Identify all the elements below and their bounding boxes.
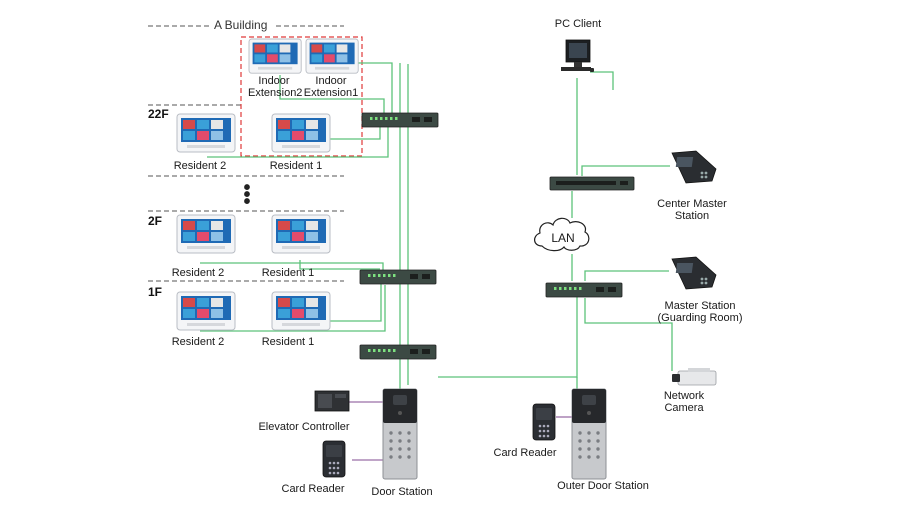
- resident-1f-1-monitor: [271, 291, 331, 331]
- elevator-controller-icon: [314, 390, 350, 412]
- resident-22f-1-monitor: [271, 113, 331, 153]
- label-lan: LAN: [551, 231, 575, 245]
- ellipsis-dot: •: [243, 177, 251, 199]
- label-elevator-controller: Elevator Controller: [258, 421, 350, 433]
- label-card-reader-right: Card Reader: [493, 447, 557, 459]
- outer-door-station-icon: [571, 388, 607, 480]
- label-2f-resident1: Resident 1: [261, 267, 315, 279]
- label-1f-resident2: Resident 2: [171, 336, 225, 348]
- card-reader-right-icon: [532, 403, 556, 441]
- network-camera-icon: [672, 368, 717, 386]
- label-1f-resident1: Resident 1: [261, 336, 315, 348]
- link-pc-2: [590, 71, 614, 90]
- resident-22f-2-monitor: [176, 113, 236, 153]
- center-master-station-icon: [671, 150, 717, 184]
- label-master-station: Master Station (Guarding Room): [657, 300, 743, 324]
- door-station-icon: [382, 388, 418, 480]
- label-indoor-extension2: Indoor Extension2: [248, 75, 303, 99]
- label-indoor-extension1: Indoor Extension1: [303, 75, 359, 99]
- link-22f-res2: [207, 127, 389, 158]
- floor-dividers: [148, 25, 344, 282]
- floor-label-22f: 22F: [148, 107, 169, 121]
- label-door-station: Door Station: [371, 486, 433, 498]
- indoor-extension-highlight: [240, 36, 363, 157]
- link-ext2: [279, 75, 385, 114]
- link-backbone: [438, 287, 578, 378]
- card-reader-left-icon: [322, 440, 346, 478]
- guard-switch: [545, 282, 623, 298]
- pc-client-icon: [561, 39, 594, 72]
- resident-2f-1-monitor: [271, 214, 331, 254]
- switch-22f: [361, 112, 439, 128]
- master-station-icon: [671, 256, 717, 290]
- lan-cloud-icon: [534, 217, 590, 252]
- floor-label-1f: 1F: [148, 285, 163, 299]
- link-center-master: [581, 165, 670, 176]
- label-pc-client: PC Client: [554, 18, 602, 30]
- resident-1f-2-monitor: [176, 291, 236, 331]
- label-network-camera: Network Camera: [663, 390, 705, 414]
- network-links: [200, 62, 673, 392]
- link-1f-res1: [330, 284, 382, 322]
- core-switch: [549, 176, 635, 191]
- building-title: A Building: [214, 18, 268, 32]
- label-22f-resident2: Resident 2: [173, 160, 227, 172]
- link-1f-res2: [200, 285, 386, 332]
- ellipsis-dot: •: [243, 191, 251, 213]
- floor-ellipsis: • • •: [242, 177, 252, 213]
- link-22f-res1: [330, 124, 381, 140]
- door-links: [349, 401, 572, 461]
- link-master: [584, 270, 669, 281]
- link-ext1: [357, 62, 393, 120]
- indoor-extension2-monitor: [248, 38, 302, 74]
- label-2f-resident2: Resident 2: [171, 267, 225, 279]
- ellipsis-dot: •: [243, 184, 251, 206]
- label-22f-resident1: Resident 1: [269, 160, 323, 172]
- floor-label-2f: 2F: [148, 214, 163, 228]
- indoor-extension1-monitor: [305, 38, 359, 74]
- switch-2f: [359, 269, 437, 285]
- label-center-master-station: Center Master Station: [657, 198, 727, 222]
- label-outer-door-station: Outer Door Station: [557, 480, 649, 492]
- link-2f-res1: [299, 260, 380, 270]
- label-card-reader-left: Card Reader: [281, 483, 345, 495]
- switch-1f: [359, 344, 437, 360]
- resident-2f-2-monitor: [176, 214, 236, 254]
- link-camera: [584, 298, 673, 371]
